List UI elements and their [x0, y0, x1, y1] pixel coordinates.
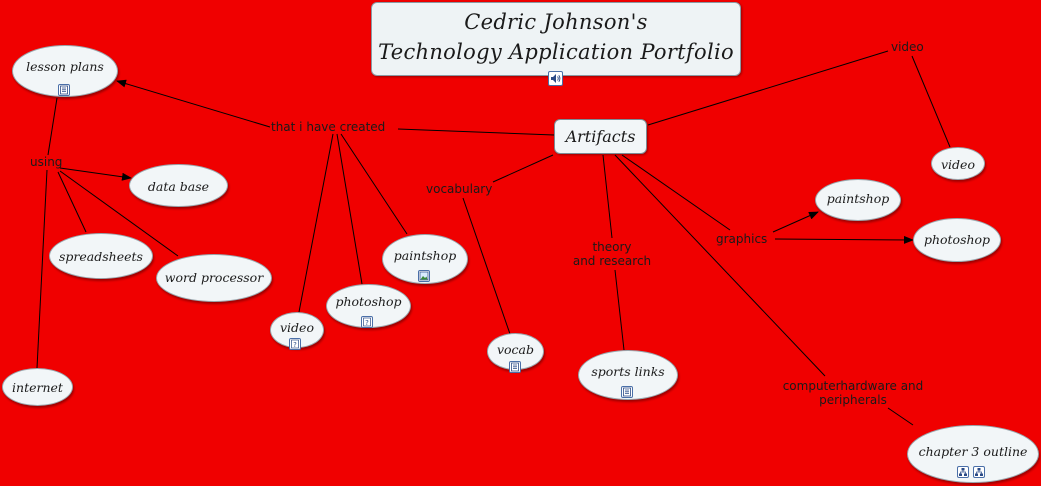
node-internet-label: internet: [12, 380, 63, 395]
line-artifacts-vocabulary: [492, 154, 554, 183]
link-theory: theory and research: [566, 240, 658, 268]
link-hardware-line2: peripherals: [819, 393, 887, 407]
link-video: video: [891, 40, 924, 54]
line-artifacts-graphics: [621, 154, 731, 231]
node-spreadsheets-label: spreadsheets: [59, 249, 143, 264]
title-line-2: Technology Application Portfolio: [378, 40, 734, 64]
line-videolink-video: [911, 55, 951, 148]
node-lesson-plans-label: lesson plans: [26, 59, 104, 74]
speaker-icon[interactable]: [548, 71, 563, 86]
sitemap-icon[interactable]: [957, 466, 969, 478]
svg-text:?: ?: [365, 319, 369, 327]
document-icon[interactable]: [58, 84, 70, 96]
node-video-label: video: [941, 157, 975, 172]
node-paintshop-created-label: paintshop: [393, 248, 457, 263]
title-line-1: Cedric Johnson's: [464, 10, 648, 34]
line-using-spreadsheets: [57, 171, 87, 233]
node-paintshop-graphics-label: paintshop: [826, 191, 890, 206]
artifacts-node[interactable]: Artifacts: [554, 119, 647, 154]
line-lessonplans-using: [47, 97, 58, 156]
unknown-file-icon[interactable]: ?: [289, 338, 301, 350]
node-paintshop-graphics[interactable]: paintshop: [815, 179, 901, 221]
line-using-internet: [36, 169, 48, 369]
node-photoshop-created[interactable]: photoshop: [326, 284, 411, 328]
node-photoshop-graphics[interactable]: photoshop: [913, 218, 1001, 262]
document-icon[interactable]: [509, 361, 521, 373]
node-vocab-label: vocab: [496, 342, 535, 357]
link-hardware: computerhardware and peripherals: [776, 379, 930, 407]
node-data-base[interactable]: data base: [129, 164, 228, 207]
line-created-paintshop: [340, 133, 408, 235]
title-node[interactable]: Cedric Johnson's Technology Application …: [371, 2, 741, 76]
node-photoshop-graphics-label: photoshop: [923, 232, 991, 247]
node-word-processor-label: word processor: [164, 270, 264, 285]
line-created-photoshop: [336, 133, 363, 285]
line-created-video: [298, 133, 334, 313]
link-that-i-have-created: that i have created: [271, 120, 386, 134]
link-vocabulary: vocabulary: [426, 182, 493, 196]
line-using-wordprocessor: [59, 170, 179, 257]
link-graphics: graphics: [716, 232, 768, 246]
line-graphics-paintshop: [772, 211, 819, 233]
link-theory-line2: and research: [572, 254, 652, 268]
node-data-base-label: data base: [147, 179, 210, 194]
link-theory-line1: theory: [592, 240, 632, 254]
line-artifacts-created: [397, 128, 555, 136]
line-created-lessonplans: [116, 79, 271, 128]
image-icon[interactable]: [418, 270, 430, 282]
svg-text:?: ?: [293, 341, 297, 349]
line-vocabulary-vocab: [462, 197, 511, 335]
line-graphics-photoshop: [774, 235, 914, 244]
line-theory-sportslinks: [614, 269, 625, 351]
line-artifacts-theory: [602, 154, 613, 239]
line-artifacts-videolink: [647, 50, 889, 126]
node-photoshop-created-label: photoshop: [335, 294, 402, 309]
sitemap-icon[interactable]: [973, 466, 985, 478]
link-hardware-line1: computerhardware and: [782, 379, 924, 393]
link-using: using: [30, 155, 63, 169]
node-video-created-label: video: [280, 320, 314, 335]
line-hardware-chapter3: [887, 407, 914, 426]
unknown-file-icon[interactable]: ?: [361, 316, 373, 328]
node-spreadsheets[interactable]: spreadsheets: [49, 233, 153, 279]
node-word-processor[interactable]: word processor: [156, 254, 272, 302]
node-video[interactable]: video: [931, 147, 985, 180]
document-icon[interactable]: [621, 386, 633, 398]
node-sports-links-label: sports links: [591, 364, 665, 379]
line-artifacts-hardware: [614, 154, 826, 377]
node-chapter3-outline-label: chapter 3 outline: [918, 444, 1028, 459]
line-using-database: [59, 167, 132, 181]
node-internet[interactable]: internet: [2, 368, 73, 406]
